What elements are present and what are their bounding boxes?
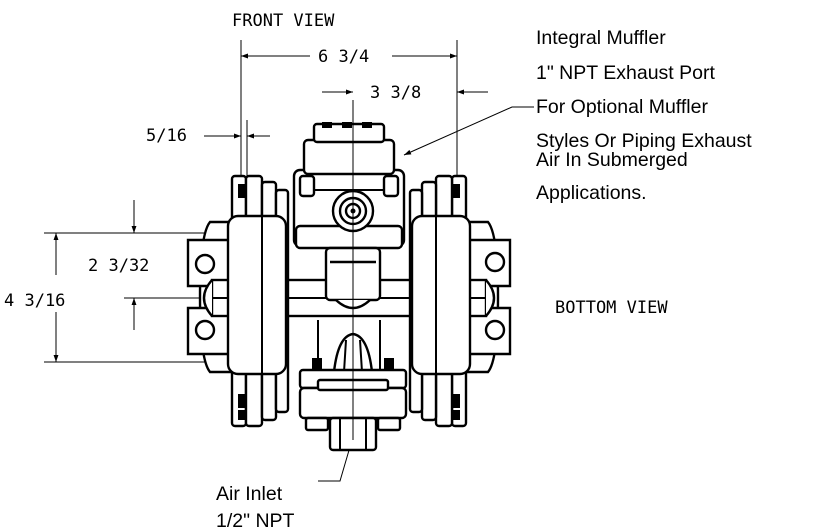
dim-height-total: 4 3/16 <box>4 291 65 311</box>
pump-drawing-icon <box>186 100 512 452</box>
dim-center-to-port: 3 3/8 <box>370 83 421 103</box>
air-inlet-note-line: 1/2" NPT <box>216 510 295 531</box>
bottom-view-label: BOTTOM VIEW <box>555 298 668 318</box>
muffler-callout-text: Integral Muffler 1" NPT Exhaust Port For… <box>536 27 752 204</box>
muffler-note-line: 1" NPT Exhaust Port <box>536 62 715 84</box>
dim-height-partial: 2 3/32 <box>88 256 149 276</box>
front-view-label: FRONT VIEW <box>232 11 335 31</box>
muffler-note-line: Styles Or Piping Exhaust <box>536 130 752 152</box>
air-inlet-callout-text: Air Inlet 1/2" NPT <box>216 483 295 531</box>
muffler-note-line: Integral Muffler <box>536 27 666 49</box>
dim-overall-width: 6 3/4 <box>318 47 369 67</box>
muffler-note-line: Air In Submerged <box>536 149 688 171</box>
muffler-note-line: Applications. <box>536 182 647 204</box>
muffler-note-line: For Optional Muffler <box>536 96 708 118</box>
dim-flange-offset: 5/16 <box>146 126 187 146</box>
air-inlet-note-line: Air Inlet <box>216 483 283 505</box>
